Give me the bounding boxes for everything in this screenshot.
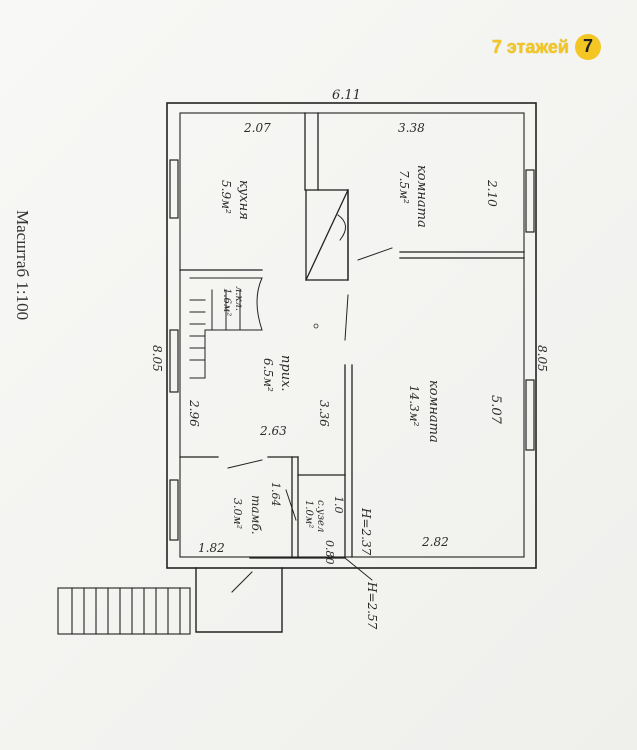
scale-label: Масштаб 1:100 (13, 210, 32, 321)
stove-block (305, 189, 349, 281)
room-bath-area: 1.0м² (303, 500, 314, 528)
door-lines (227, 247, 393, 593)
dimension-tambour-top: 1.64 (269, 482, 282, 507)
dimension-tambour-bottom: 1.82 (198, 541, 225, 555)
dimension-hall-left: 2.96 (187, 399, 201, 427)
room-hall-name: прих. (278, 355, 293, 392)
room-stair-name: л.кл. (233, 286, 244, 311)
dimension-bath-bottom: 0.80 (323, 540, 336, 565)
dimension-living-top: 3.38 (398, 121, 425, 135)
seven-circle-logo-icon (575, 34, 601, 60)
room-tambour-name: тамб. (249, 495, 263, 535)
dimension-bath-side: 1.0 (332, 496, 345, 514)
room-kitchen-name: кухня (236, 180, 251, 220)
room-bedroom-area: 14.3м² (407, 385, 421, 427)
dimension-bedroom-bottom: 2.82 (421, 535, 449, 549)
hall-mark (313, 323, 319, 329)
windows (169, 159, 535, 541)
dimension-kitchen-width: 2.07 (243, 121, 271, 135)
room-tambour-area: 3.0м² (231, 498, 244, 529)
room-kitchen-area: 5.9м² (219, 180, 233, 214)
dimension-top: 6.11 (332, 88, 361, 103)
dimension-bedroom-side: 5.07 (488, 395, 503, 425)
room-bath-name: с.узел (315, 500, 326, 532)
dimension-hall-bottom: 2.63 (259, 424, 287, 438)
room-hall-area: 6.5м² (261, 358, 275, 392)
room-living-area: 7.5м² (397, 170, 411, 204)
height-inner: H=2.37 (359, 507, 373, 556)
watermark: 7 этажей (492, 34, 601, 60)
vestibule-walls (195, 567, 283, 633)
room-living-name: комната (414, 165, 429, 228)
dimension-left: 8.05 (150, 345, 164, 372)
staircase (189, 277, 263, 379)
interior-walls (179, 112, 525, 559)
dimension-living-side: 2.10 (485, 179, 499, 207)
room-bedroom-name: комната (426, 380, 441, 443)
watermark-text: 7 этажей (491, 36, 569, 57)
dimension-hall-right: 3.36 (317, 400, 331, 427)
room-stair-area: 1.6м² (221, 288, 232, 316)
height-outer: H=2.57 (365, 581, 379, 630)
dimension-right: 8.05 (535, 345, 549, 372)
entrance-steps (57, 587, 191, 635)
